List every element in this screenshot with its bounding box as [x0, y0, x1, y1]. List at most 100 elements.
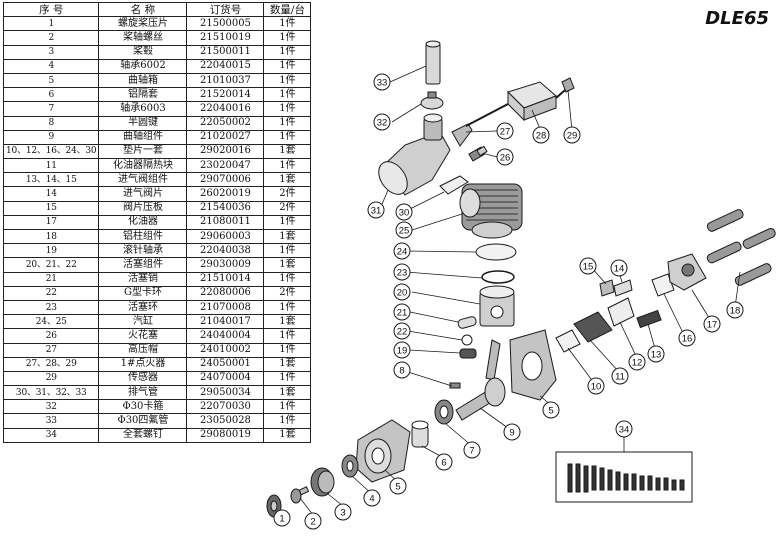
- cell-seq: 10、12、16、24、30: [2, 143, 100, 160]
- callout-label: 5: [548, 406, 553, 417]
- part-bearing-6002: [341, 454, 359, 478]
- cell-seq: 13、14、15: [2, 172, 100, 188]
- cell-qty: 1套: [263, 356, 312, 372]
- callout: 2: [304, 512, 322, 530]
- part-plug-cap: [451, 123, 473, 147]
- part-piston-pin: [457, 316, 477, 329]
- callout-label: 8: [399, 366, 404, 377]
- callout-circle: [393, 322, 411, 340]
- part-reed-valve: [636, 309, 662, 329]
- part-gasket-12: [607, 297, 635, 327]
- part-crankcase-front: [355, 419, 411, 483]
- part-carb-insulator: [573, 311, 613, 343]
- callout-circle: [587, 377, 605, 395]
- part-gasket-16: [651, 273, 675, 297]
- cell-name: 螺旋桨压片: [98, 16, 188, 32]
- part-hose: [425, 40, 441, 85]
- callout-circle: [611, 367, 629, 385]
- callout: 4: [363, 489, 381, 507]
- callout-circle: [273, 509, 291, 527]
- callout: 3: [334, 503, 352, 521]
- cell-qty: 1件: [263, 158, 312, 174]
- callout-label: 19: [397, 346, 408, 357]
- cell-qty: 1件: [263, 16, 312, 32]
- callout-circle: [435, 453, 453, 471]
- part-exhaust-gasket: [439, 175, 469, 195]
- cell-order-no: 23020047: [186, 158, 265, 174]
- cell-qty: 1件: [263, 115, 312, 131]
- callout-circle: [389, 477, 407, 495]
- callout-label: 30: [399, 208, 410, 219]
- callout-label: 18: [730, 306, 741, 317]
- callout-circle: [334, 503, 352, 521]
- part-muffler: [378, 113, 451, 196]
- cell-name: 进气阀片: [98, 186, 188, 202]
- callout-label: 29: [567, 131, 578, 142]
- part-piston: [479, 285, 515, 327]
- callout: 33: [373, 73, 391, 91]
- callout-label: 11: [615, 372, 625, 383]
- part-reed-petal: [613, 279, 633, 297]
- header-qty: 数量/台: [263, 1, 312, 18]
- part-carburetor: [667, 253, 707, 291]
- part-cylinder: [459, 183, 523, 239]
- cell-seq: 1: [2, 16, 100, 32]
- callout-circle: [363, 489, 381, 507]
- cell-order-no: 29070006: [186, 172, 265, 188]
- callout: 28: [532, 126, 550, 144]
- callout: 26: [496, 148, 514, 166]
- part-crankshaft: [455, 377, 506, 421]
- callout: 21: [393, 303, 411, 321]
- part-clamp: [420, 91, 444, 110]
- part-cyl-gasket: [475, 243, 517, 261]
- callout-circle: [373, 73, 391, 91]
- cell-seq: 18: [2, 228, 100, 245]
- callout-label: 27: [500, 127, 511, 138]
- callout: 11: [611, 367, 629, 385]
- callout: 5: [542, 401, 560, 419]
- callout-label: 23: [397, 268, 408, 279]
- callout-label: 24: [397, 247, 408, 258]
- callout-label: 22: [397, 327, 408, 338]
- callout-label: 25: [399, 226, 410, 237]
- callout-circle: [395, 221, 413, 239]
- callout: 30: [395, 203, 413, 221]
- callout-circle: [463, 441, 481, 459]
- callout: 5: [389, 477, 407, 495]
- callout: 20: [393, 283, 411, 301]
- cell-order-no: 21080011: [186, 214, 265, 231]
- callout: 7: [463, 441, 481, 459]
- callout: 1: [273, 509, 291, 527]
- callout-circle: [393, 263, 411, 281]
- callout: 32: [373, 113, 391, 131]
- header-order-no: 订货号: [186, 1, 265, 18]
- callout: 23: [393, 263, 411, 281]
- callout: 31: [367, 201, 385, 219]
- callout-circle: [393, 283, 411, 301]
- callout: 12: [628, 353, 646, 371]
- callout-label: 14: [614, 264, 625, 275]
- callout-circle: [496, 122, 514, 140]
- callout-circle: [563, 126, 581, 144]
- part-connecting-rod: [485, 339, 501, 381]
- callout-label: 17: [707, 320, 718, 331]
- cell-order-no: 29080019: [186, 427, 265, 443]
- callout: 25: [395, 221, 413, 239]
- part-spacer: [411, 420, 429, 448]
- callout: 10: [587, 377, 605, 395]
- cell-seq: 8: [2, 115, 100, 131]
- callout: 16: [678, 329, 696, 347]
